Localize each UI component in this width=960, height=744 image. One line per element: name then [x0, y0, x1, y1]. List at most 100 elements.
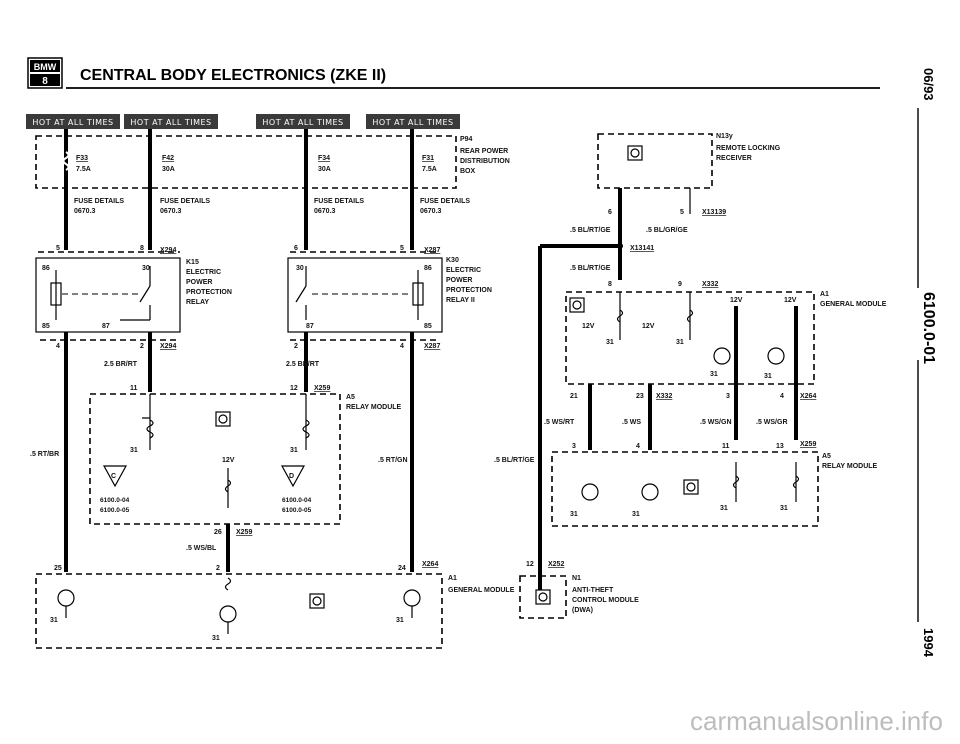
- rml-sym-left: C: [111, 473, 116, 480]
- k15-pin-86: 86: [42, 265, 50, 272]
- watermark: carmanualsonline.info: [690, 706, 943, 736]
- gmr-conn: X332: [702, 281, 718, 288]
- rml-pin-bottom: 26: [214, 529, 222, 536]
- gmr-name: GENERAL MODULE: [820, 301, 887, 308]
- k15-name-2: POWER: [186, 279, 212, 286]
- rmr-pin-4: 4: [636, 443, 640, 450]
- relay-module-left: 11 12 X259 A5 RELAY MODULE 31 31 12V C D…: [89, 385, 402, 572]
- wire-ws-gn: .5 WS/GN: [700, 419, 732, 426]
- k30-name-3: PROTECTION: [446, 287, 492, 294]
- rml-conn-bottom: X259: [236, 529, 252, 536]
- k30-pin-bot-b: 4: [400, 343, 404, 350]
- rmr-ground-2: 31: [632, 511, 640, 518]
- rml-sym-right: D: [289, 473, 294, 480]
- k30-pin-top-a: 6: [294, 245, 298, 252]
- rr-name-2: RECEIVER: [716, 155, 752, 162]
- wire-right-trunk: .5 RT/GN: [378, 457, 408, 464]
- k15-name-1: ELECTRIC: [186, 269, 221, 276]
- left-trunks: 2.5 BR/RT 2.5 BR/RT .5 RT/BR .5 RT/GN: [30, 332, 414, 572]
- gmr-pin-a: 8: [608, 281, 612, 288]
- gmr-ground-1: 31: [606, 339, 614, 346]
- k30-name-2: POWER: [446, 277, 472, 284]
- rr-wire-b: .5 BL/GR/GE: [646, 227, 688, 234]
- fuse-box-id: P94: [460, 136, 473, 143]
- fuse-details-1-ref: 0670.3: [74, 208, 96, 215]
- bmw-logo-box: [27, 57, 63, 89]
- rml-id: A5: [346, 394, 355, 401]
- gmr-12v-2: 12V: [784, 297, 797, 304]
- fuse-details-4-ref: 0670.3: [420, 208, 442, 215]
- wire-left-trunk: .5 RT/BR: [30, 451, 59, 458]
- fuse-details-4: FUSE DETAILS: [420, 198, 470, 205]
- logo-bottom-text: 8: [42, 76, 48, 87]
- wire-ws-gr: .5 WS/GR: [756, 419, 788, 426]
- fuse-details: FUSE DETAILS 0670.3 FUSE DETAILS 0670.3 …: [74, 198, 470, 215]
- rr-pin-b: 5: [680, 209, 684, 216]
- gmr-out-21: 21: [570, 393, 578, 400]
- fuse-details-3: FUSE DETAILS: [314, 198, 364, 205]
- rr-pin-a: 6: [608, 209, 612, 216]
- gmr-id: A1: [820, 291, 829, 298]
- rmr-ground-4: 31: [780, 505, 788, 512]
- fuse-f33: F33: [76, 155, 88, 162]
- fuse-box-name-2: DISTRIBUTION: [460, 158, 510, 165]
- gmr-out-4: 4: [780, 393, 784, 400]
- k30-pin-top-b: 5: [400, 245, 404, 252]
- rml-conn: X259: [314, 385, 330, 392]
- fuse-box-name-1: REAR POWER: [460, 148, 508, 155]
- k30-pin-85: 85: [424, 323, 432, 330]
- k30-pin-30: 30: [296, 265, 304, 272]
- rml-sym-c-icon: [102, 465, 128, 488]
- logo-top-text: BMW: [34, 62, 57, 72]
- rml-ground-right: 31: [290, 447, 298, 454]
- rml-ref-right-2: 6100.0-05: [282, 507, 312, 514]
- gmr-ground-2: 31: [676, 339, 684, 346]
- fuse-f31-rating: 7.5A: [422, 166, 437, 173]
- fuse-f42-rating: 30A: [162, 166, 175, 173]
- fuse-f33-rating: 7.5A: [76, 166, 91, 173]
- at-conn: X252: [548, 561, 564, 568]
- rmr-pin-11: 11: [722, 443, 730, 450]
- relay-k30: 6 5 X287 30 86 87 85 K30 ELECTRIC POWER …: [287, 220, 492, 350]
- k15-pin-85: 85: [42, 323, 50, 330]
- fuse-box-name-3: BOX: [460, 168, 476, 175]
- rml-ref-left-1: 6100.0-04: [100, 497, 130, 504]
- k15-pin-87: 87: [102, 323, 110, 330]
- gmb-ground-2: 31: [212, 635, 220, 642]
- relay-k15: 5 8 X294 86 30 85 87 K15 ELECTRIC POWER …: [35, 220, 232, 350]
- fuse-details-2-ref: 0670.3: [160, 208, 182, 215]
- side-year: 1994: [921, 628, 936, 658]
- gmb-pin-left: 25: [54, 565, 62, 572]
- gmb-pin-mid: 2: [216, 565, 220, 572]
- gmb-conn: X264: [422, 561, 438, 568]
- k30-pin-bot-a: 2: [294, 343, 298, 350]
- general-module-bottom: 25 2 24 X264 A1 GENERAL MODULE 31 31 31: [35, 561, 515, 649]
- rmr-pin-13: 13: [776, 443, 784, 450]
- gmb-id: A1: [448, 575, 457, 582]
- fuse-f31: F31: [422, 155, 434, 162]
- at-id: N1: [572, 575, 581, 582]
- rml-module-icon: [215, 411, 231, 427]
- rmr-ground-1: 31: [570, 511, 578, 518]
- rmr-module-icon: [683, 479, 699, 495]
- k15-name-4: RELAY: [186, 299, 209, 306]
- k15-conn-top: X294: [160, 247, 176, 254]
- gmb-ground-1: 31: [50, 617, 58, 624]
- side-date: 06/93: [921, 68, 936, 101]
- gmb-name: GENERAL MODULE: [448, 587, 515, 594]
- rml-12v: 12V: [222, 457, 235, 464]
- rmr-conn: X259: [800, 441, 816, 448]
- gmr-ground-4: 31: [764, 373, 772, 380]
- wire-ws: .5 WS: [622, 419, 641, 426]
- rr-wire-c: .5 BL/RT/GE: [570, 265, 611, 272]
- at-pin: 12: [526, 561, 534, 568]
- at-name-2: CONTROL MODULE: [572, 597, 639, 604]
- k15-pin-bot-b: 2: [140, 343, 144, 350]
- wire-k30-out: 2.5 BR/RT: [286, 361, 320, 368]
- gmr-out-3: 3: [726, 393, 730, 400]
- rmr-id: A5: [822, 453, 831, 460]
- hot-label-3: HOT AT ALL TIMES: [262, 118, 343, 127]
- at-name-3: (DWA): [572, 607, 593, 614]
